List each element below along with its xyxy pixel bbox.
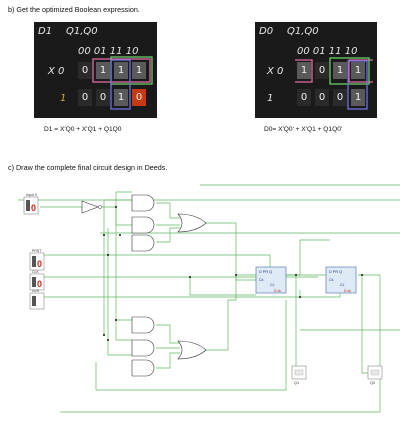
d-flipflop-q0: D PR Q Ck CL D-ck bbox=[325, 266, 357, 294]
svg-text:Ck: Ck bbox=[259, 278, 264, 282]
and-gate bbox=[131, 339, 155, 357]
question-b: b) Get the optimized Boolean expression. bbox=[8, 5, 140, 14]
kmap-right-cell: 1 bbox=[297, 62, 311, 79]
kmap-left-cell: 1 bbox=[114, 62, 128, 79]
clr-switch[interactable]: CLR bbox=[29, 289, 45, 310]
and-gate bbox=[131, 216, 155, 234]
output-q1-label: Q1 bbox=[294, 381, 299, 385]
ff0-label: D PR Q bbox=[329, 270, 342, 274]
svg-text:CL: CL bbox=[270, 283, 275, 287]
kmap-right-col-var: Q1,Q0 bbox=[287, 26, 319, 37]
svg-text:0: 0 bbox=[31, 203, 36, 213]
output-q1: Q1 bbox=[291, 365, 307, 385]
kmap-left-cell: 0 bbox=[96, 89, 110, 106]
svg-text:D-ck: D-ck bbox=[274, 289, 281, 293]
and-gate bbox=[131, 194, 155, 212]
kmap-right-cell: 0 bbox=[315, 89, 329, 106]
kmap-left-cell: 1 bbox=[96, 62, 110, 79]
kmap-left-row0-label: X 0 bbox=[48, 66, 65, 77]
not-gate bbox=[81, 200, 102, 214]
and-gate bbox=[131, 316, 155, 334]
expression-d1: D1 = X'Q0 + X'Q1 + Q1Q0 bbox=[44, 126, 122, 133]
kmap-left-col-codes: 00 01 11 10 bbox=[78, 46, 139, 57]
kmap-left-cell: 1 bbox=[132, 62, 146, 79]
kmap-right-cell: 1 bbox=[333, 62, 347, 79]
kmap-left: D1 Q1,Q0 00 01 11 10 X 0 1 0 1 1 1 0 0 1… bbox=[34, 22, 157, 118]
kmap-left-cell: 0 bbox=[78, 89, 92, 106]
output-q0: Q0 bbox=[367, 365, 383, 385]
kmap-right-corner: D0 bbox=[259, 26, 274, 37]
kmap-right-row0-label: X 0 bbox=[267, 66, 284, 77]
kmap-right: D0 Q1,Q0 00 01 11 10 X 0 1 1 0 1 1 0 0 0… bbox=[255, 22, 377, 118]
input-x-switch[interactable]: 0 Input X bbox=[23, 193, 39, 215]
kmap-left-col-var: Q1,Q0 bbox=[66, 26, 98, 37]
kmap-right-cell: 1 bbox=[351, 62, 365, 79]
kmap-right-cell: 0 bbox=[333, 89, 347, 106]
svg-text:0: 0 bbox=[37, 279, 42, 289]
expression-d0: D0= X'Q0' + X'Q1 + Q1Q0' bbox=[264, 126, 343, 133]
kmap-left-cell: 0 bbox=[132, 89, 146, 106]
or-gate bbox=[177, 340, 207, 360]
ff1-label: D PR Q bbox=[259, 270, 272, 274]
svg-text:0: 0 bbox=[37, 259, 42, 269]
and-gate bbox=[131, 359, 155, 377]
kmap-right-cell: 0 bbox=[297, 89, 311, 106]
kmap-left-corner: D1 bbox=[38, 26, 53, 37]
kmap-left-cell: 0 bbox=[78, 62, 92, 79]
kmap-right-col-codes: 00 01 11 10 bbox=[297, 46, 358, 57]
kmap-right-cell: 0 bbox=[315, 62, 329, 79]
wires bbox=[18, 184, 400, 413]
or-gate bbox=[177, 213, 207, 233]
kmap-right-cell: 1 bbox=[351, 89, 365, 106]
input-x-label: Input X bbox=[26, 193, 38, 197]
svg-text:CL: CL bbox=[340, 283, 345, 287]
deeds-circuit: 0 Input X 0 PRST 0 CLK CLR bbox=[18, 184, 400, 413]
kmap-left-cell: 1 bbox=[114, 89, 128, 106]
kmap-right-row1-label: 1 bbox=[267, 93, 274, 104]
kmap-left-row1-label: 1 bbox=[60, 93, 67, 104]
svg-text:Ck: Ck bbox=[329, 278, 334, 282]
clk-label: CLK bbox=[32, 270, 39, 274]
output-q0-label: Q0 bbox=[370, 381, 375, 385]
svg-text:D-ck: D-ck bbox=[344, 289, 351, 293]
question-c: c) Draw the complete final circuit desig… bbox=[8, 163, 168, 172]
and-gate bbox=[131, 234, 155, 252]
prst-switch[interactable]: 0 PRST bbox=[29, 249, 45, 271]
prst-label: PRST bbox=[32, 249, 42, 253]
d-flipflop-q1: D PR Q Ck CL D-ck bbox=[255, 266, 287, 294]
kmap-left-groupings bbox=[92, 56, 153, 110]
kmap-right-groupings bbox=[295, 57, 373, 110]
clr-label: CLR bbox=[32, 289, 39, 293]
clk-switch[interactable]: 0 CLK bbox=[29, 270, 45, 291]
